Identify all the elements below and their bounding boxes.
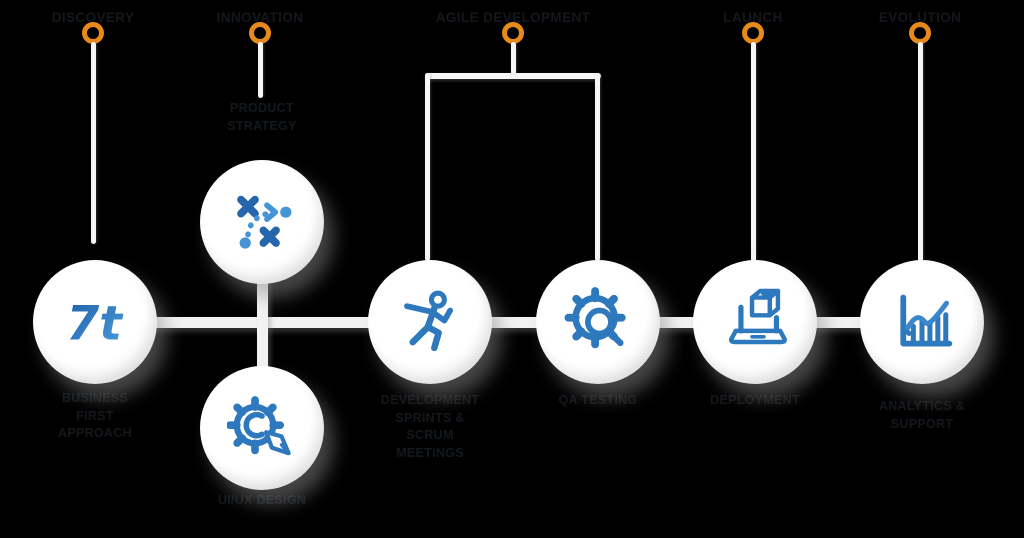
step-circle-product-strategy <box>200 160 324 284</box>
milestone-ring-icon <box>742 22 764 44</box>
step-label-uiux-design: UI/UX DESIGN <box>217 493 307 507</box>
logo-text: 7t <box>66 296 124 351</box>
laptop-cube-icon <box>728 288 787 345</box>
milestone-ring-icon <box>909 22 931 44</box>
step-circle-deployment <box>693 260 817 384</box>
step-label-analytics: ANALYTICS & SUPPORT <box>878 399 966 431</box>
milestone-label-agile-development: AGILE DEVELOPMENT <box>435 10 591 25</box>
step-label-business-first: BUSINESS FIRST APPROACH <box>58 391 132 440</box>
milestone-label-innovation: INNOVATION <box>216 10 304 25</box>
step-label-dev-sprints: DEVELOPMENT SPRINTS & SCRUM MEETINGS <box>380 393 480 460</box>
milestone-label-discovery: DISCOVERY <box>51 10 135 25</box>
connector-stem <box>258 42 263 98</box>
milestone-ring-icon <box>249 22 271 44</box>
connector-stem <box>918 42 923 262</box>
strategy-icon <box>237 195 292 249</box>
milestone-ring-icon <box>502 22 524 44</box>
milestone-label-launch: LAUNCH <box>723 10 783 25</box>
connector-stem <box>91 42 96 244</box>
step-circle-dev-sprints <box>368 260 492 384</box>
connector-stem <box>511 42 516 76</box>
connector-stem <box>751 42 756 262</box>
step-label-product-strategy: PRODUCT STRATEGY <box>227 101 297 133</box>
step-circle-analytics <box>860 260 984 384</box>
main-connector-line <box>95 317 922 328</box>
connector-bracket-right <box>595 73 600 261</box>
connector-bracket-left <box>425 73 430 261</box>
milestone-ring-icon <box>82 22 104 44</box>
milestone-label-evolution: EVOLUTION <box>878 10 962 25</box>
step-circle-business-first: 7t <box>33 260 157 384</box>
step-label-deployment: DEPLOYMENT <box>710 393 800 407</box>
connector-bracket <box>425 73 601 79</box>
gear-magnifier-icon <box>564 287 626 349</box>
7t-logo-icon: 7t <box>66 296 124 351</box>
step-circle-uiux-design <box>200 366 324 490</box>
runner-icon <box>404 290 454 352</box>
gear-pencil-icon <box>227 396 291 456</box>
analytics-icon <box>900 294 953 347</box>
step-label-qa-testing: QA TESTING <box>558 393 638 407</box>
step-circle-qa-testing <box>536 260 660 384</box>
innovation-connector-line <box>257 228 268 432</box>
